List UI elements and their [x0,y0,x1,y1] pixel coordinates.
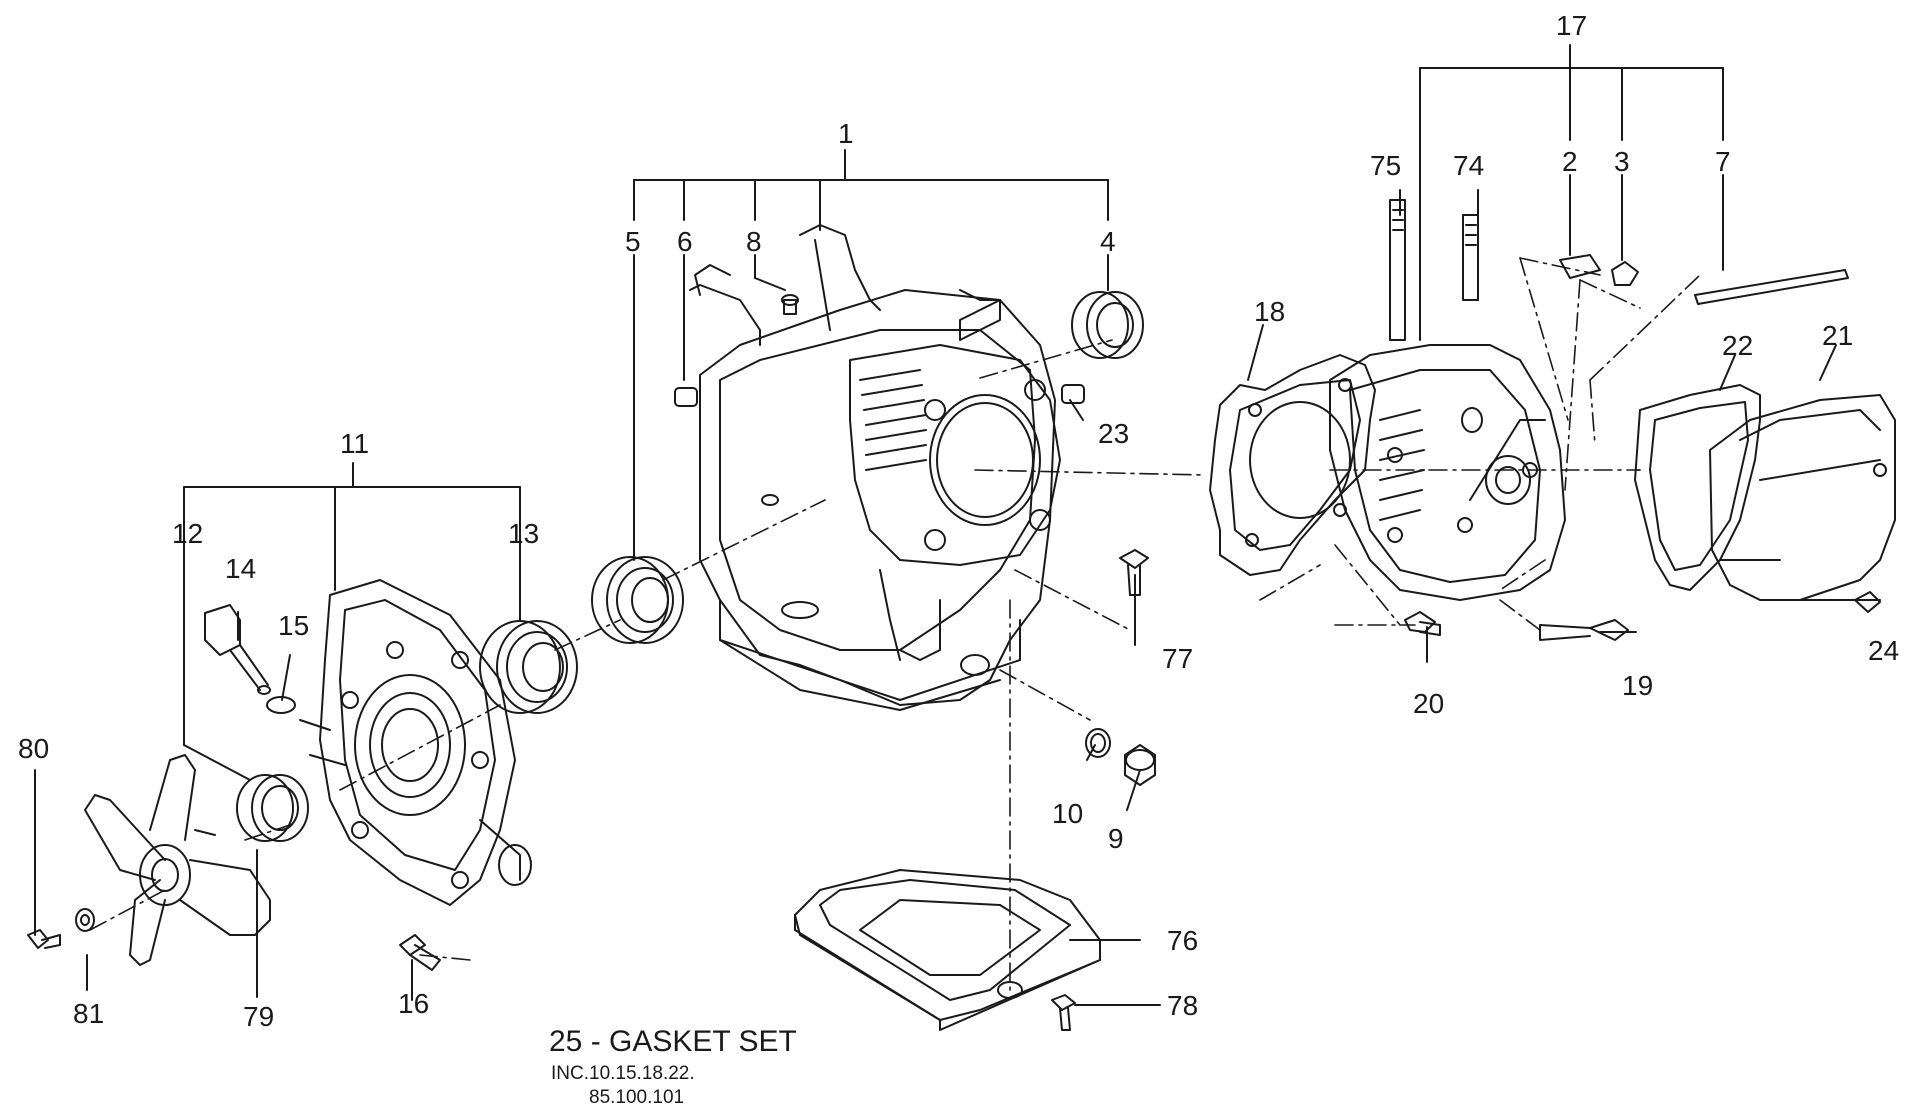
o-ring-15 [266,696,296,714]
callout-3: 3 [1614,146,1630,177]
rocker-parts [1559,254,1849,305]
washer-81 [75,908,95,932]
callout-8: 8 [746,226,762,257]
callout-1: 1 [838,118,854,149]
callout-2: 2 [1562,146,1578,177]
oil-seal-4 [1071,291,1144,359]
drain-plug [1124,744,1156,786]
callout-24: 24 [1868,635,1900,666]
callout-22: 22 [1722,330,1754,361]
callout-9: 9 [1108,823,1124,854]
alignment-lines [89,257,1701,991]
callout-77: 77 [1162,643,1194,674]
cooling-fan [84,754,271,966]
callout-11: 11 [340,428,370,459]
crankcase-cover [299,579,532,906]
bolt-20 [1404,611,1441,636]
callout-10: 10 [1052,798,1084,829]
bolt-16 [399,934,441,971]
callout-20: 20 [1413,688,1445,719]
bracket-1 [633,149,1109,231]
callout-16: 16 [398,988,430,1019]
oil-seal-12 [236,774,309,842]
leader-lines [34,174,1881,1006]
callout-75: 75 [1370,150,1402,181]
studs [1389,199,1479,341]
callout-4: 4 [1100,226,1116,257]
dowel-pins [674,294,1085,407]
bracket-11 [183,462,521,591]
bolt-78 [1051,994,1076,1031]
callout-79: 79 [243,1001,275,1032]
bracket-17 [1419,44,1724,341]
gasket-set-includes-line-1: INC.10.15.18.22. [551,1063,695,1084]
callout-21: 21 [1822,320,1854,351]
gasket-set-title: 25 - GASKET SET [549,1025,797,1058]
callout-15: 15 [278,610,310,641]
callout-74: 74 [1453,150,1485,181]
callout-80: 80 [18,733,50,764]
callout-14: 14 [225,553,257,584]
bolt-19 [1539,619,1629,641]
oil-sensor [204,604,271,695]
callout-17: 17 [1556,10,1588,41]
bolt-77 [1119,549,1149,596]
gasket-set-includes-line-2: 85.100.101 [589,1087,685,1108]
callout-19: 19 [1622,670,1654,701]
cylinder-head [1329,344,1566,601]
callout-76: 76 [1167,925,1199,956]
callout-6: 6 [677,226,693,257]
bolt-24 [1854,591,1881,613]
bearing-13 [479,620,578,714]
head-gasket-18 [1209,354,1376,576]
callout-81: 81 [73,998,105,1029]
crankcase [689,224,1061,711]
bearing-5 [591,556,684,644]
callout-7: 7 [1715,146,1731,177]
base-plate [794,869,1101,1031]
callout-18: 18 [1254,296,1286,327]
callout-5: 5 [625,226,641,257]
callout-23: 23 [1098,418,1130,449]
valve-cover [1709,394,1896,601]
callout-78: 78 [1167,990,1199,1021]
washer-10 [1085,728,1111,758]
valve-cover-gasket [1634,384,1761,591]
callout-12: 12 [172,518,204,549]
bolt-80 [27,929,61,949]
callout-13: 13 [508,518,540,549]
